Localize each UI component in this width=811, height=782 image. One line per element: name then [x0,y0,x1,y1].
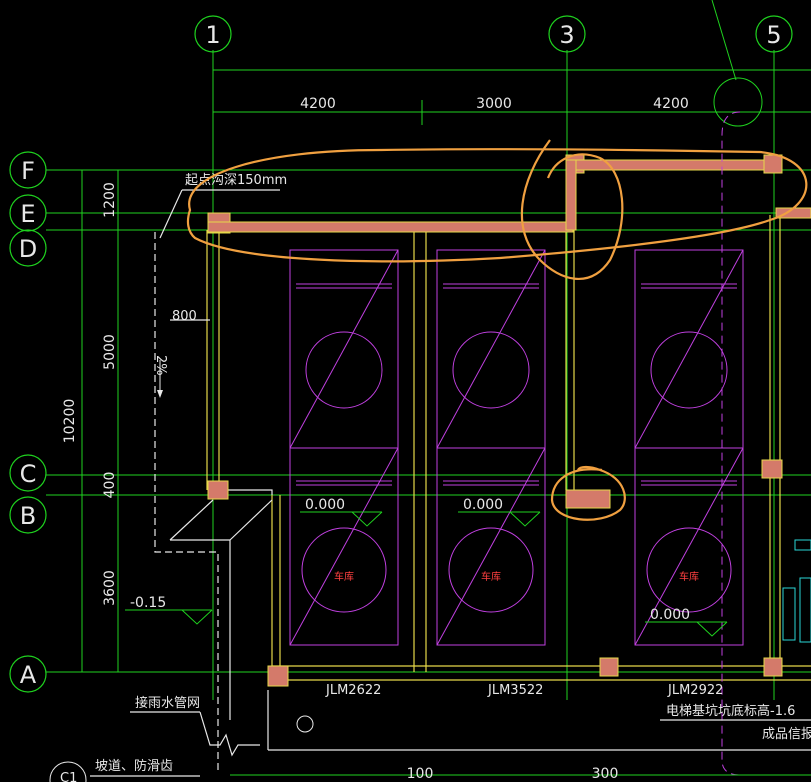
top-dimensions: 4200 3000 4200 [213,0,811,127]
dim-1200: 1200 [102,182,118,218]
axis-bubble-1: 1 [194,15,232,53]
markup-ellipse-top [186,148,808,263]
axis-bubble-E: E [9,194,47,232]
dim-3600: 3600 [102,570,118,606]
dim-3000: 3000 [476,96,512,112]
door-label-2: JLM3522 [487,683,543,698]
axis-bubble-F: F [9,151,47,189]
left-dimensions: 1200 5000 400 3600 10200 [62,170,130,672]
markup-loop-lower [550,465,626,521]
svg-text:A: A [20,661,37,689]
walls [169,215,811,751]
car-bays [289,111,811,776]
drain-ditch: 2% 800 [153,232,219,770]
dim-10200: 10200 [62,399,78,444]
car-bay-2 [436,249,546,646]
svg-text:5: 5 [766,21,781,49]
garage-label-1: 车库 [334,570,354,583]
axis-bubble-B: B [9,496,47,534]
svg-text:1: 1 [205,21,220,49]
axis-bubble-A: A [9,655,47,693]
axis-bubble-3: 3 [548,15,586,53]
svg-text:3: 3 [559,21,574,49]
columns [207,154,811,687]
markup-loop-column [520,139,624,280]
level-marks: 0.000 0.000 0.000 -0.15 [125,497,728,637]
dim-5000: 5000 [102,334,118,370]
note-ramp: 坡道、防滑齿 [95,758,173,774]
dim-400: 400 [102,472,118,499]
level-1: 0.000 [305,497,345,513]
dim-300: 300 [592,766,619,782]
note-product: 成品信报 [762,727,811,742]
door-label-1: JLM2622 [325,683,381,698]
car-bay-1 [289,249,399,646]
dim-4200-a: 4200 [300,96,336,112]
svg-text:B: B [20,502,36,530]
door-label-3: JLM2922 [667,683,723,698]
svg-text:F: F [21,157,35,185]
level-neg: -0.15 [130,595,166,611]
slope-label: 2% [153,355,168,376]
car-bay-3 [634,249,744,646]
garage-label-2: 车库 [481,570,501,583]
svg-text:C: C [20,460,37,488]
garage-label-3: 车库 [679,570,699,583]
dim-800: 800 [172,309,197,324]
svg-text:D: D [19,235,37,263]
dim-4200-b: 4200 [653,96,689,112]
note-c1: C1 [60,771,77,782]
svg-text:E: E [20,200,35,228]
level-3: 0.000 [650,607,690,623]
axis-bubble-D: D [9,229,47,267]
note-rain: 接雨水管网 [135,695,200,711]
dim-100: 100 [407,766,434,782]
axis-bubble-C: C [9,454,47,492]
axis-bubble-5: 5 [755,15,793,53]
level-2: 0.000 [463,497,503,513]
note-pit: 电梯基坑坑底标高-1.6 [666,703,795,719]
